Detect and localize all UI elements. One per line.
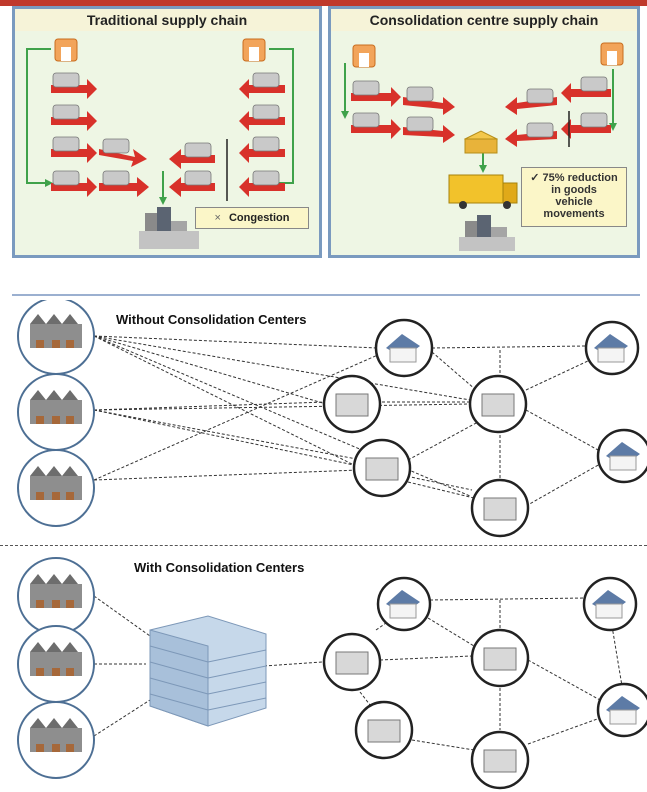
consolidation-body: ✓ 75% reduction in goods vehicle movemen… <box>331 31 637 255</box>
green-flow-left <box>26 48 51 184</box>
cross-icon: × <box>214 212 221 224</box>
warehouse-icon <box>242 38 266 62</box>
factory-icon <box>17 557 95 635</box>
consolidation-title: Consolidation centre supply chain <box>331 9 637 32</box>
city-buildings-icon <box>139 207 199 249</box>
house-icon <box>582 576 638 632</box>
office-icon <box>322 374 382 434</box>
factory-icon <box>17 449 95 527</box>
dashed-separator <box>0 545 647 546</box>
traditional-title: Traditional supply chain <box>15 9 319 32</box>
reduction-label: ✓ 75% reduction in goods vehicle movemen… <box>521 167 627 227</box>
house-icon <box>376 576 432 632</box>
office-icon <box>468 374 528 434</box>
office-icon <box>470 730 530 790</box>
office-icon <box>470 478 530 538</box>
warehouse-icon <box>352 44 376 68</box>
van-icon <box>352 76 608 138</box>
warehouse-icon <box>54 38 78 62</box>
network-diagram <box>17 300 647 790</box>
house-icon <box>596 682 647 738</box>
section-divider <box>12 294 640 296</box>
city-buildings-icon <box>459 215 515 251</box>
without-title: Without Consolidation Centers <box>116 312 307 327</box>
office-icon <box>354 700 414 760</box>
consolidation-centre-icon <box>463 130 499 154</box>
office-icon <box>470 628 530 688</box>
consolidation-diagram <box>341 42 624 251</box>
traditional-panel: Traditional supply chain <box>12 6 322 258</box>
factory-icon <box>17 701 95 779</box>
traditional-diagram <box>26 38 294 249</box>
house-icon <box>596 428 647 484</box>
routes-with <box>93 595 623 751</box>
consolidation-panel: Consolidation centre supply chain <box>328 6 640 258</box>
top-band <box>0 0 647 6</box>
factory-icon <box>17 625 95 703</box>
house-icon <box>374 318 434 378</box>
office-icon <box>352 438 412 498</box>
factory-icon <box>17 300 95 375</box>
office-icon <box>322 632 382 692</box>
traditional-body: ×Congestion <box>15 31 319 255</box>
warehouse-icon <box>600 42 624 66</box>
house-icon <box>584 320 640 376</box>
truck-icon <box>448 174 518 209</box>
congestion-label: ×Congestion <box>195 207 309 229</box>
consolidation-building-icon <box>149 615 267 727</box>
van-icon <box>52 72 280 186</box>
check-icon: ✓ <box>530 172 540 184</box>
factory-icon <box>17 373 95 451</box>
with-title: With Consolidation Centers <box>134 560 305 575</box>
